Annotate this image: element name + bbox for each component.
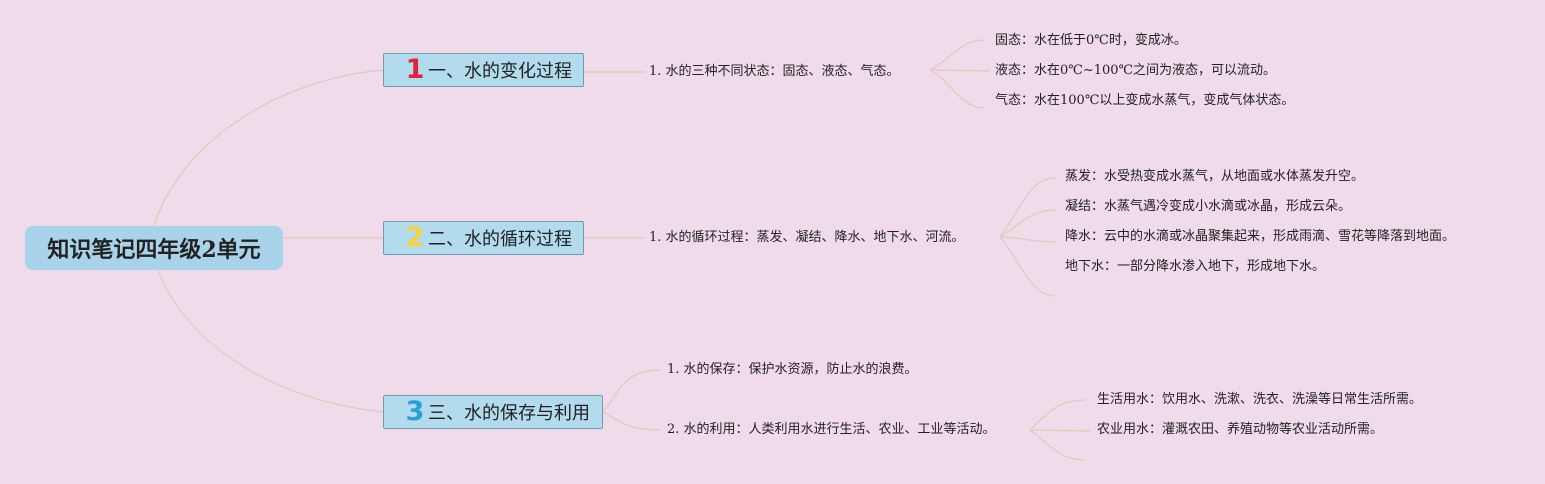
child-node-2-1-4[interactable]: 地下水：一部分降水渗入地下，形成地下水。 [1065, 258, 1325, 276]
branch-label-2: 二、水的循环过程 [428, 229, 572, 250]
link-item-1-1-child-1 [929, 39, 986, 71]
branch-label-3: 三、水的保存与利用 [428, 403, 590, 424]
link-item-3-2-child-1 [1029, 399, 1086, 431]
branch-label-1: 一、水的变化过程 [428, 61, 572, 82]
child-text: 气态：水在100℃以上变成水蒸气，变成气体状态。 [995, 93, 1295, 108]
child-text: 降水：云中的水滴或冰晶聚集起来，形成雨滴、雪花等降落到地面。 [1065, 229, 1456, 244]
child-node-2-1-2[interactable]: 凝结：水蒸气遇冷变成小水滴或冰晶，形成云朵。 [1065, 198, 1351, 216]
child-node-1-1-3[interactable]: 气态：水在100℃以上变成水蒸气，变成气体状态。 [995, 92, 1294, 110]
link-item-2-1-child-1 [999, 177, 1056, 238]
branch-node-1[interactable]: 1 一、水的变化过程 [383, 53, 584, 87]
child-text: 蒸发：水受热变成水蒸气，从地面或水体蒸发升空。 [1065, 169, 1365, 184]
link-branch-3-item-1 [602, 369, 661, 413]
child-node-3-2-1[interactable]: 生活用水：饮用水、洗漱、洗衣、洗澡等日常生活所需。 [1097, 391, 1422, 409]
child-node-3-2-2[interactable]: 农业用水：灌溉农田、养殖动物等农业活动所需。 [1097, 421, 1383, 439]
item-text: 1. 水的保存：保护水资源，防止水的浪费。 [667, 362, 918, 377]
link-item-2-1-child-4 [999, 236, 1056, 297]
child-text: 农业用水：灌溉农田、养殖动物等农业活动所需。 [1097, 422, 1384, 437]
item-text: 1. 水的循环过程：蒸发、凝结、降水、地下水、河流。 [649, 230, 965, 245]
link-branch-3-item-2 [602, 411, 661, 431]
link-item-2-1-child-2 [999, 209, 1056, 238]
branch-node-3[interactable]: 3 三、水的保存与利用 [383, 395, 603, 429]
item-text: 2. 水的利用：人类利用水进行生活、农业、工业等活动。 [667, 422, 996, 437]
branch-node-2[interactable]: 2 二、水的循环过程 [383, 221, 584, 255]
link-item-2-1-child-3 [999, 236, 1056, 243]
branch-number-1: 1 [405, 54, 425, 85]
item-node-3-2[interactable]: 2. 水的利用：人类利用水进行生活、农业、工业等活动。 [667, 421, 996, 439]
child-node-1-1-1[interactable]: 固态：水在低于0℃时，变成冰。 [995, 32, 1187, 50]
branch-number-3: 3 [405, 396, 425, 427]
child-node-2-1-3[interactable]: 降水：云中的水滴或冰晶聚集起来，形成雨滴、雪花等降落到地面。 [1065, 228, 1455, 246]
child-text: 固态：水在低于0℃时，变成冰。 [995, 33, 1187, 48]
child-text: 地下水：一部分降水渗入地下，形成地下水。 [1065, 259, 1326, 274]
item-node-1-1[interactable]: 1. 水的三种不同状态：固态、液态、气态。 [649, 63, 900, 81]
link-item-3-2-child-3 [1029, 429, 1086, 461]
branch-number-2: 2 [405, 222, 425, 253]
link-item-1-1-child-2 [929, 69, 991, 72]
child-node-1-1-2[interactable]: 液态：水在0℃~100℃之间为液态，可以流动。 [995, 62, 1276, 80]
link-item-3-2-child-2 [1029, 429, 1091, 432]
child-text: 凝结：水蒸气遇冷变成小水滴或冰晶，形成云朵。 [1065, 199, 1352, 214]
root-title: 知识笔记四年级2单元 [47, 237, 261, 263]
item-node-2-1[interactable]: 1. 水的循环过程：蒸发、凝结、降水、地下水、河流。 [649, 229, 965, 247]
item-node-3-1[interactable]: 1. 水的保存：保护水资源，防止水的浪费。 [667, 361, 918, 379]
root-node[interactable]: 知识笔记四年级2单元 [25, 226, 283, 270]
child-text: 生活用水：饮用水、洗漱、洗衣、洗澡等日常生活所需。 [1097, 392, 1423, 407]
link-root-branch-1 [149, 69, 384, 241]
link-item-1-1-child-3 [929, 69, 986, 109]
item-text: 1. 水的三种不同状态：固态、液态、气态。 [649, 64, 900, 79]
child-node-2-1-1[interactable]: 蒸发：水受热变成水蒸气，从地面或水体蒸发升空。 [1065, 168, 1364, 186]
child-text: 液态：水在0℃~100℃之间为液态，可以流动。 [995, 63, 1277, 78]
link-root-branch-3 [154, 261, 384, 413]
